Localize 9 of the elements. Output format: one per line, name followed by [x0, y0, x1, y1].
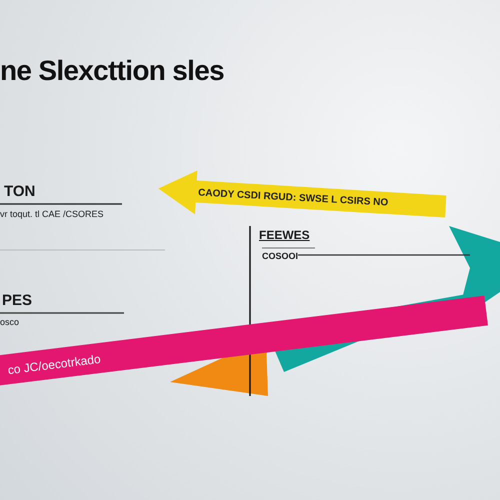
section-text: vr toqut. tl CAE /CSORES [0, 208, 104, 221]
section-heading: PES [2, 291, 32, 311]
banner-text: CAODY CSDI RGUD: SWSE L CSIRS NO [198, 186, 389, 210]
section-text: COSOOI [262, 250, 298, 263]
section-heading: FEEWES [259, 227, 310, 244]
section-heading: TON [4, 182, 36, 202]
banner-text: co JC/oecotrkado [6, 350, 102, 380]
title: ne Slexcttion sles [0, 54, 224, 88]
section-text: osco [0, 316, 20, 329]
